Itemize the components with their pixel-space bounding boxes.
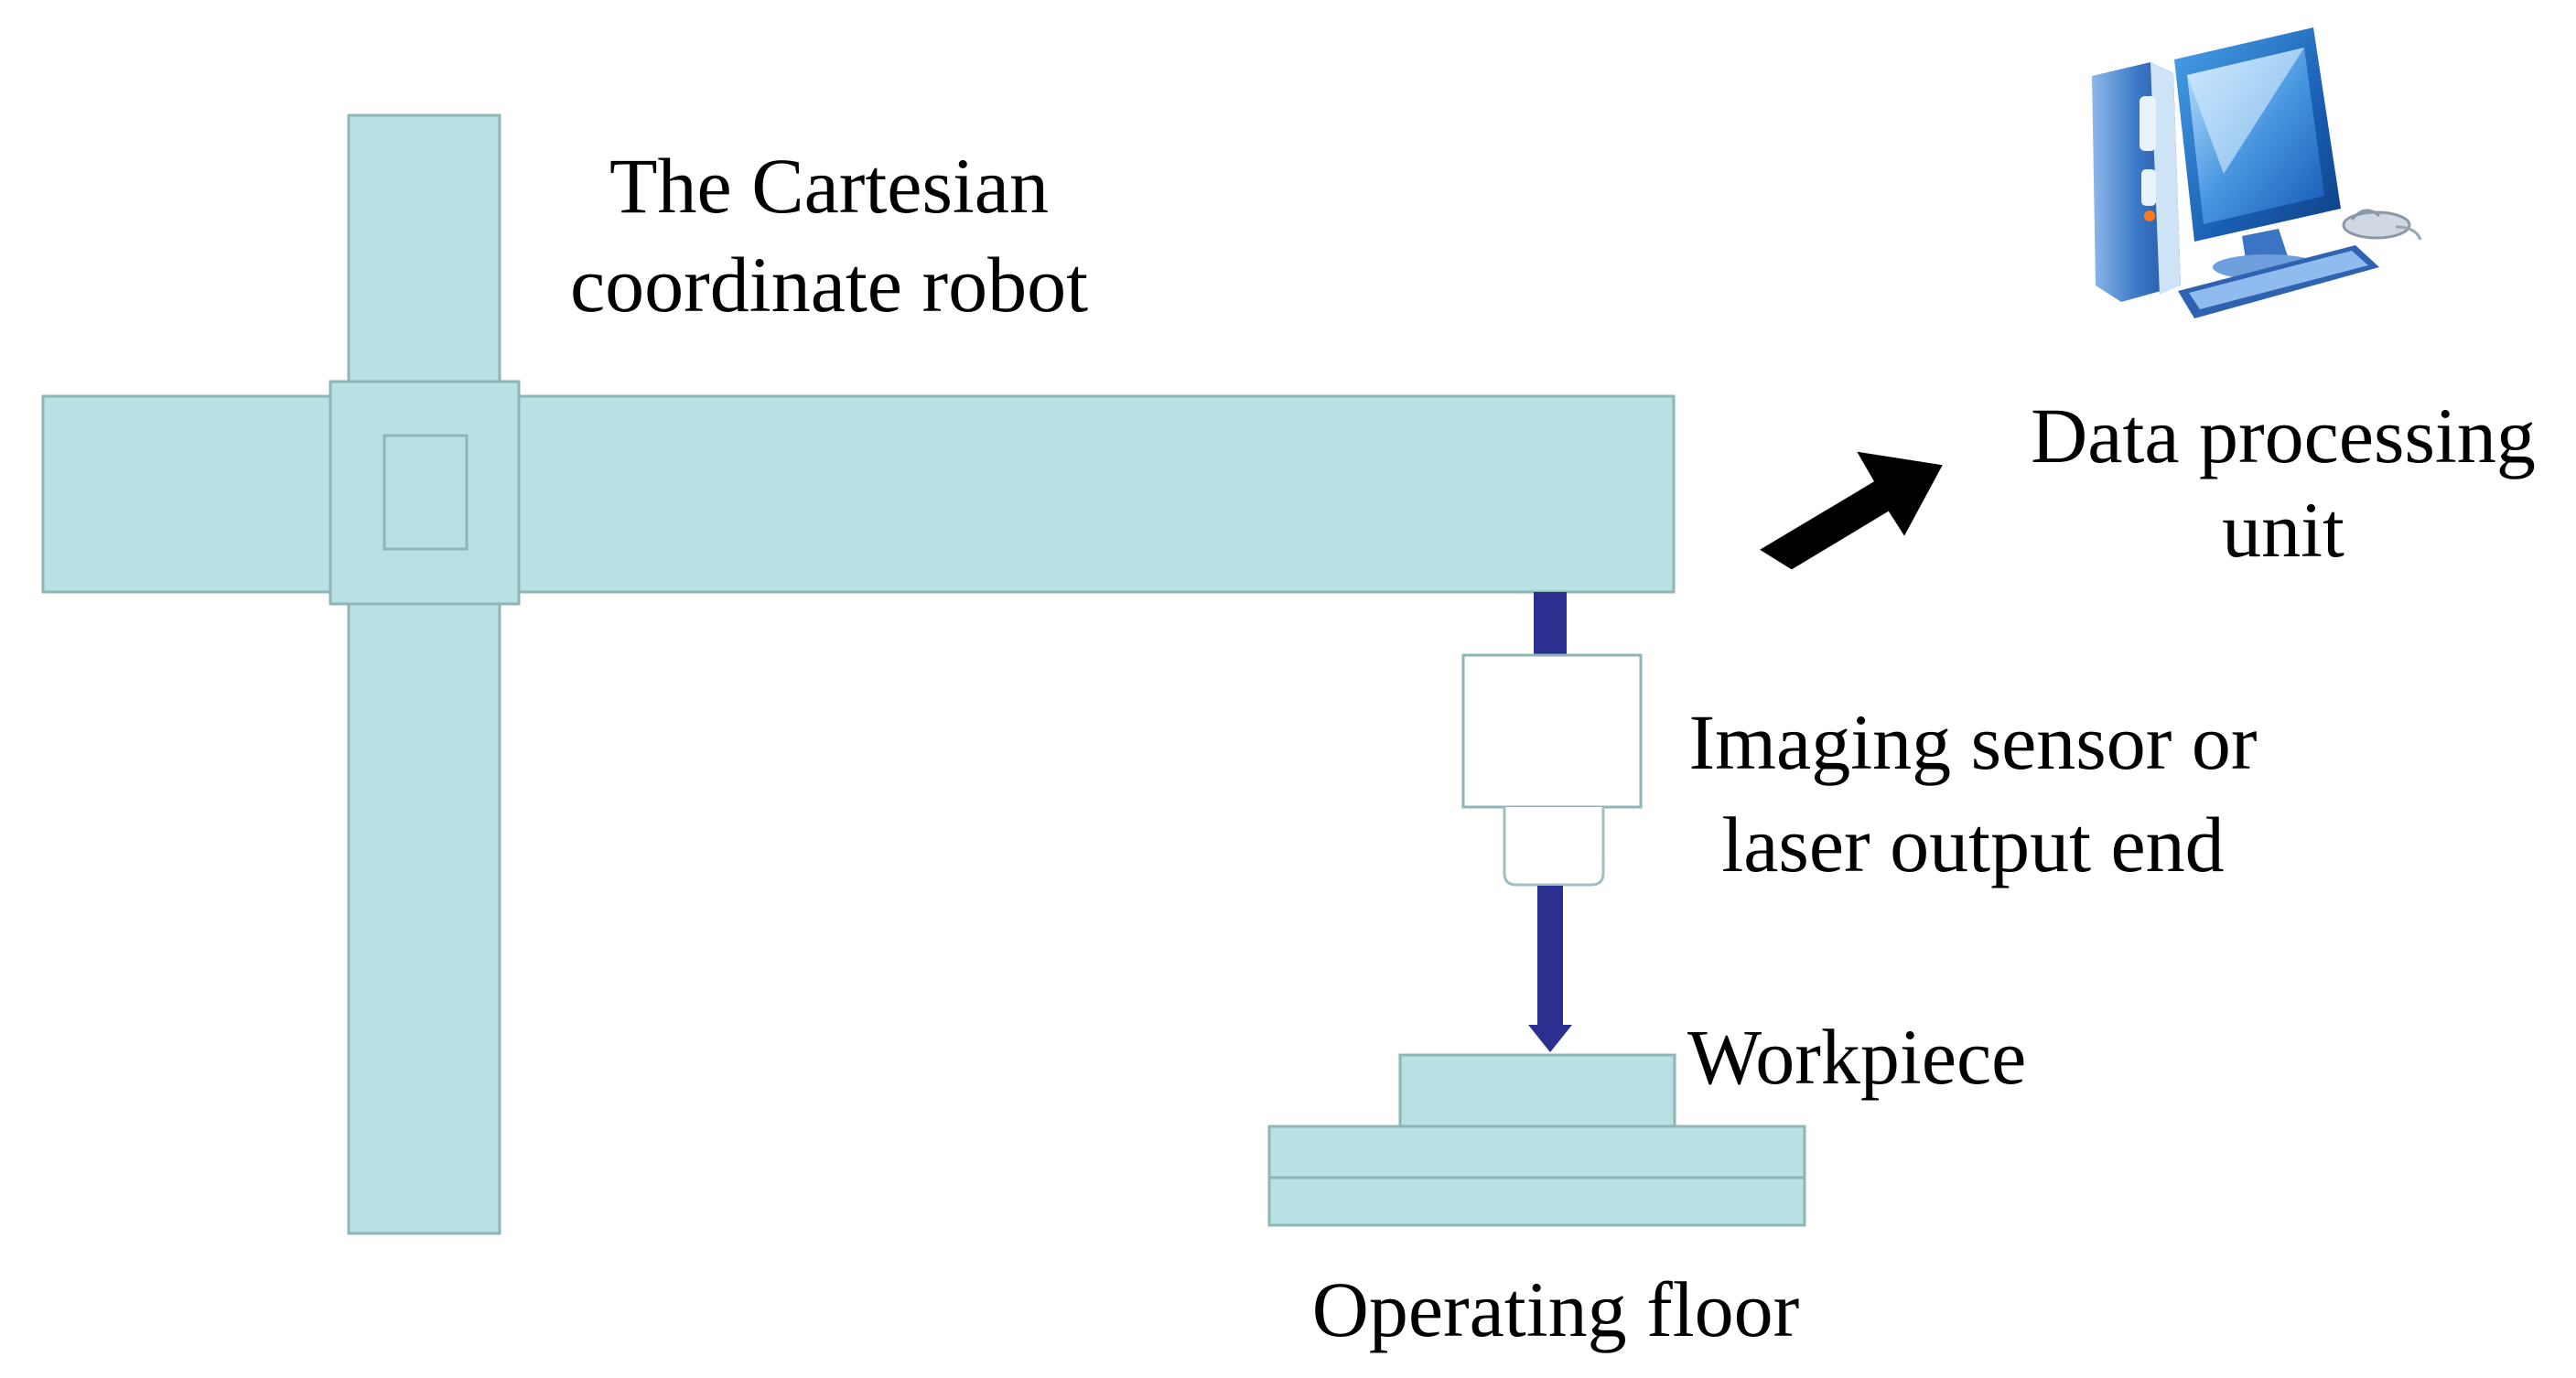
data-processing-label-line1: Data processing bbox=[2031, 392, 2536, 479]
operating-floor-label: Operating floor bbox=[1312, 1265, 1800, 1353]
operating-floor-top bbox=[1267, 1125, 1806, 1179]
desktop-computer-icon bbox=[2092, 27, 2422, 318]
robot-carriage-inner bbox=[383, 434, 469, 551]
robot-label-line2: coordinate robot bbox=[570, 241, 1088, 328]
up-right-arrow-icon bbox=[1760, 451, 1943, 570]
workpiece-block bbox=[1398, 1053, 1676, 1128]
sensor-label-line2: laser output end bbox=[1721, 801, 2224, 888]
sensor-mount-shaft bbox=[1534, 592, 1567, 656]
robot-vertical-column bbox=[347, 113, 501, 1235]
down-arrow-icon bbox=[1528, 886, 1572, 1052]
sensor-label-line1: Imaging sensor or bbox=[1689, 698, 2258, 786]
robot-horizontal-beam bbox=[41, 394, 1676, 594]
robot-label-line1: The Cartesian bbox=[609, 142, 1049, 230]
imaging-sensor-box bbox=[1461, 653, 1643, 809]
workpiece-label: Workpiece bbox=[1687, 1013, 2026, 1101]
data-processing-label-line2: unit bbox=[2222, 486, 2344, 574]
imaging-sensor-lens bbox=[1503, 807, 1605, 887]
operating-floor-bottom bbox=[1267, 1176, 1806, 1227]
